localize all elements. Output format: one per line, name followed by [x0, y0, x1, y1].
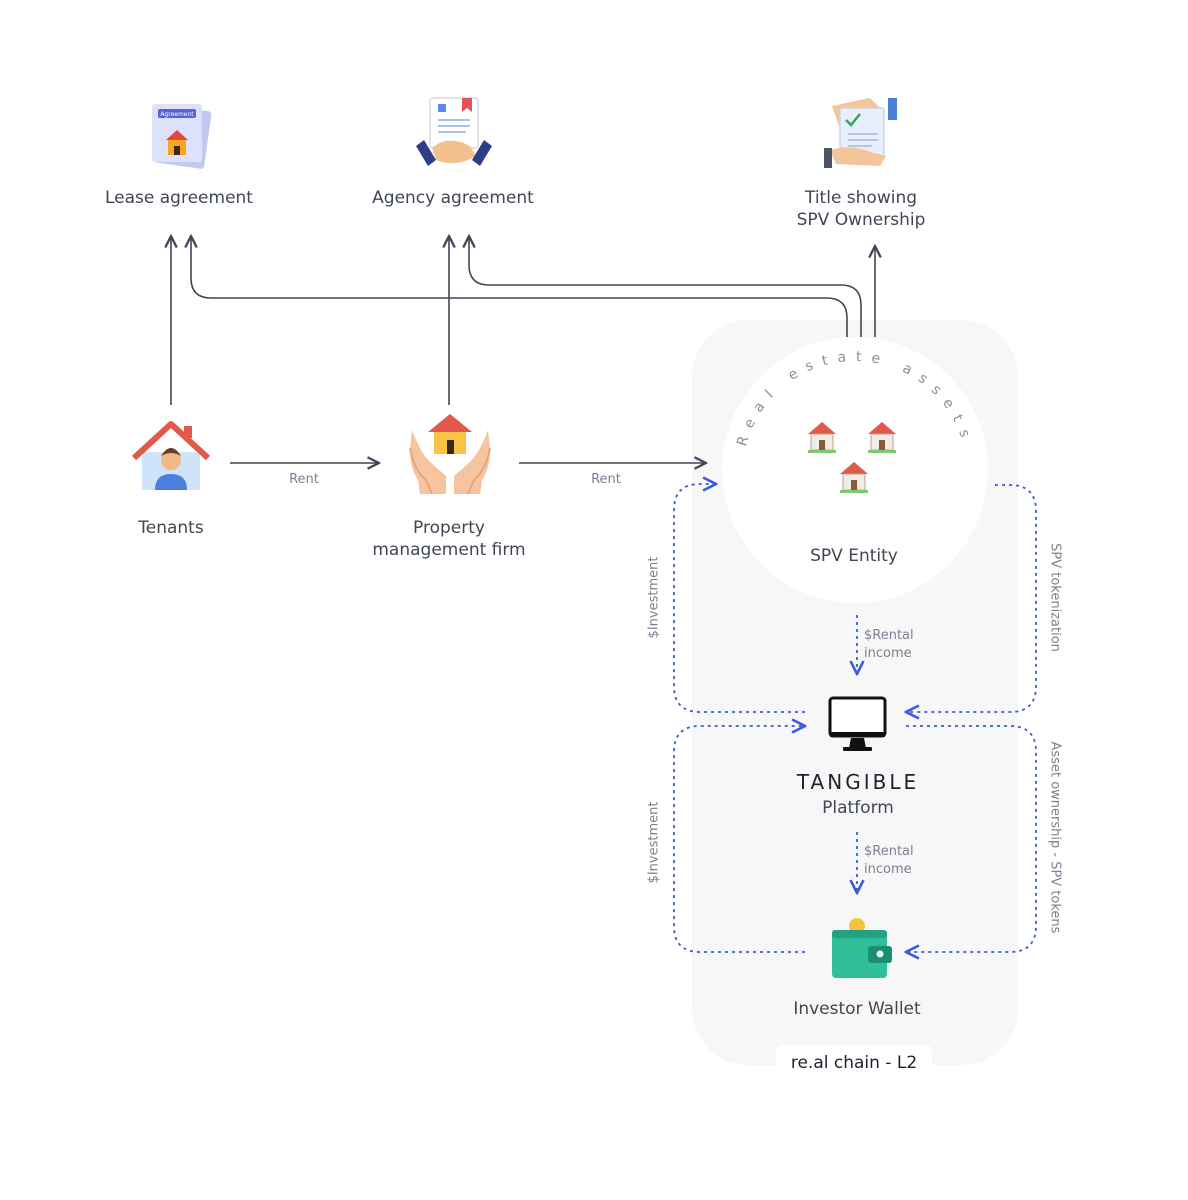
wallet-icon [832, 918, 892, 978]
rent-label-2: Rent [591, 472, 621, 487]
house-icon-1 [808, 422, 836, 453]
chain-tag-label: re.al chain - L2 [790, 1053, 918, 1073]
spv-entity-label: SPV Entity [810, 546, 898, 566]
rental-income-1-line1: $Rental [864, 628, 914, 643]
spv-tokenization-label: SPV tokenization [1047, 543, 1063, 652]
platform-label: Platform [822, 798, 894, 818]
lease-doc-title: Agreement [160, 111, 194, 118]
title-label: Title showing SPV Ownership [781, 187, 941, 231]
pmf-label-line2: management firm [372, 540, 526, 560]
lease-agreement-label: Lease agreement [105, 188, 253, 208]
tenants-label: Tenants [138, 518, 204, 538]
rent-label-1: Rent [289, 472, 319, 487]
hands-house-icon [409, 414, 491, 495]
title-deed-icon [824, 98, 897, 168]
pmf-label-line1: Property [413, 518, 485, 538]
asset-ownership-label: Asset ownership - SPV tokens [1047, 741, 1063, 934]
title-label-line2: SPV Ownership [796, 210, 926, 230]
monitor-icon [828, 696, 887, 751]
pmf-label: Property management firm [359, 517, 539, 561]
arrow-spv-agency [469, 236, 862, 337]
rental-income-2-line2: income [864, 862, 912, 877]
arrow-spv-lease [191, 236, 848, 337]
house-icon-3 [840, 462, 868, 493]
tenant-house-icon [131, 421, 211, 490]
title-label-line1: Title showing [804, 188, 918, 208]
rental-income-label-2: $Rental income [864, 843, 914, 879]
investment-label-top: $Investment [646, 556, 662, 639]
arrow-asset-ownership [906, 725, 1037, 952]
tangible-brand: TANGIBLE [796, 770, 920, 794]
real-estate-assets-arc-text: Real estate assets [734, 349, 975, 448]
rental-income-1-line2: income [864, 646, 912, 661]
rental-income-2-line1: $Rental [864, 844, 914, 859]
house-icon-2 [868, 422, 896, 453]
arrow-investment-wallet-platform [673, 726, 805, 953]
chain-tag: re.al chain - L2 [776, 1045, 932, 1081]
investor-wallet-label: Investor Wallet [793, 999, 921, 1019]
agency-agreement-label: Agency agreement [372, 188, 534, 208]
rental-income-label-1: $Rental income [864, 627, 914, 663]
investment-label-bottom: $Investment [646, 801, 662, 884]
lease-document-icon: Agreement [152, 104, 212, 169]
handshake-contract-icon [416, 97, 492, 166]
